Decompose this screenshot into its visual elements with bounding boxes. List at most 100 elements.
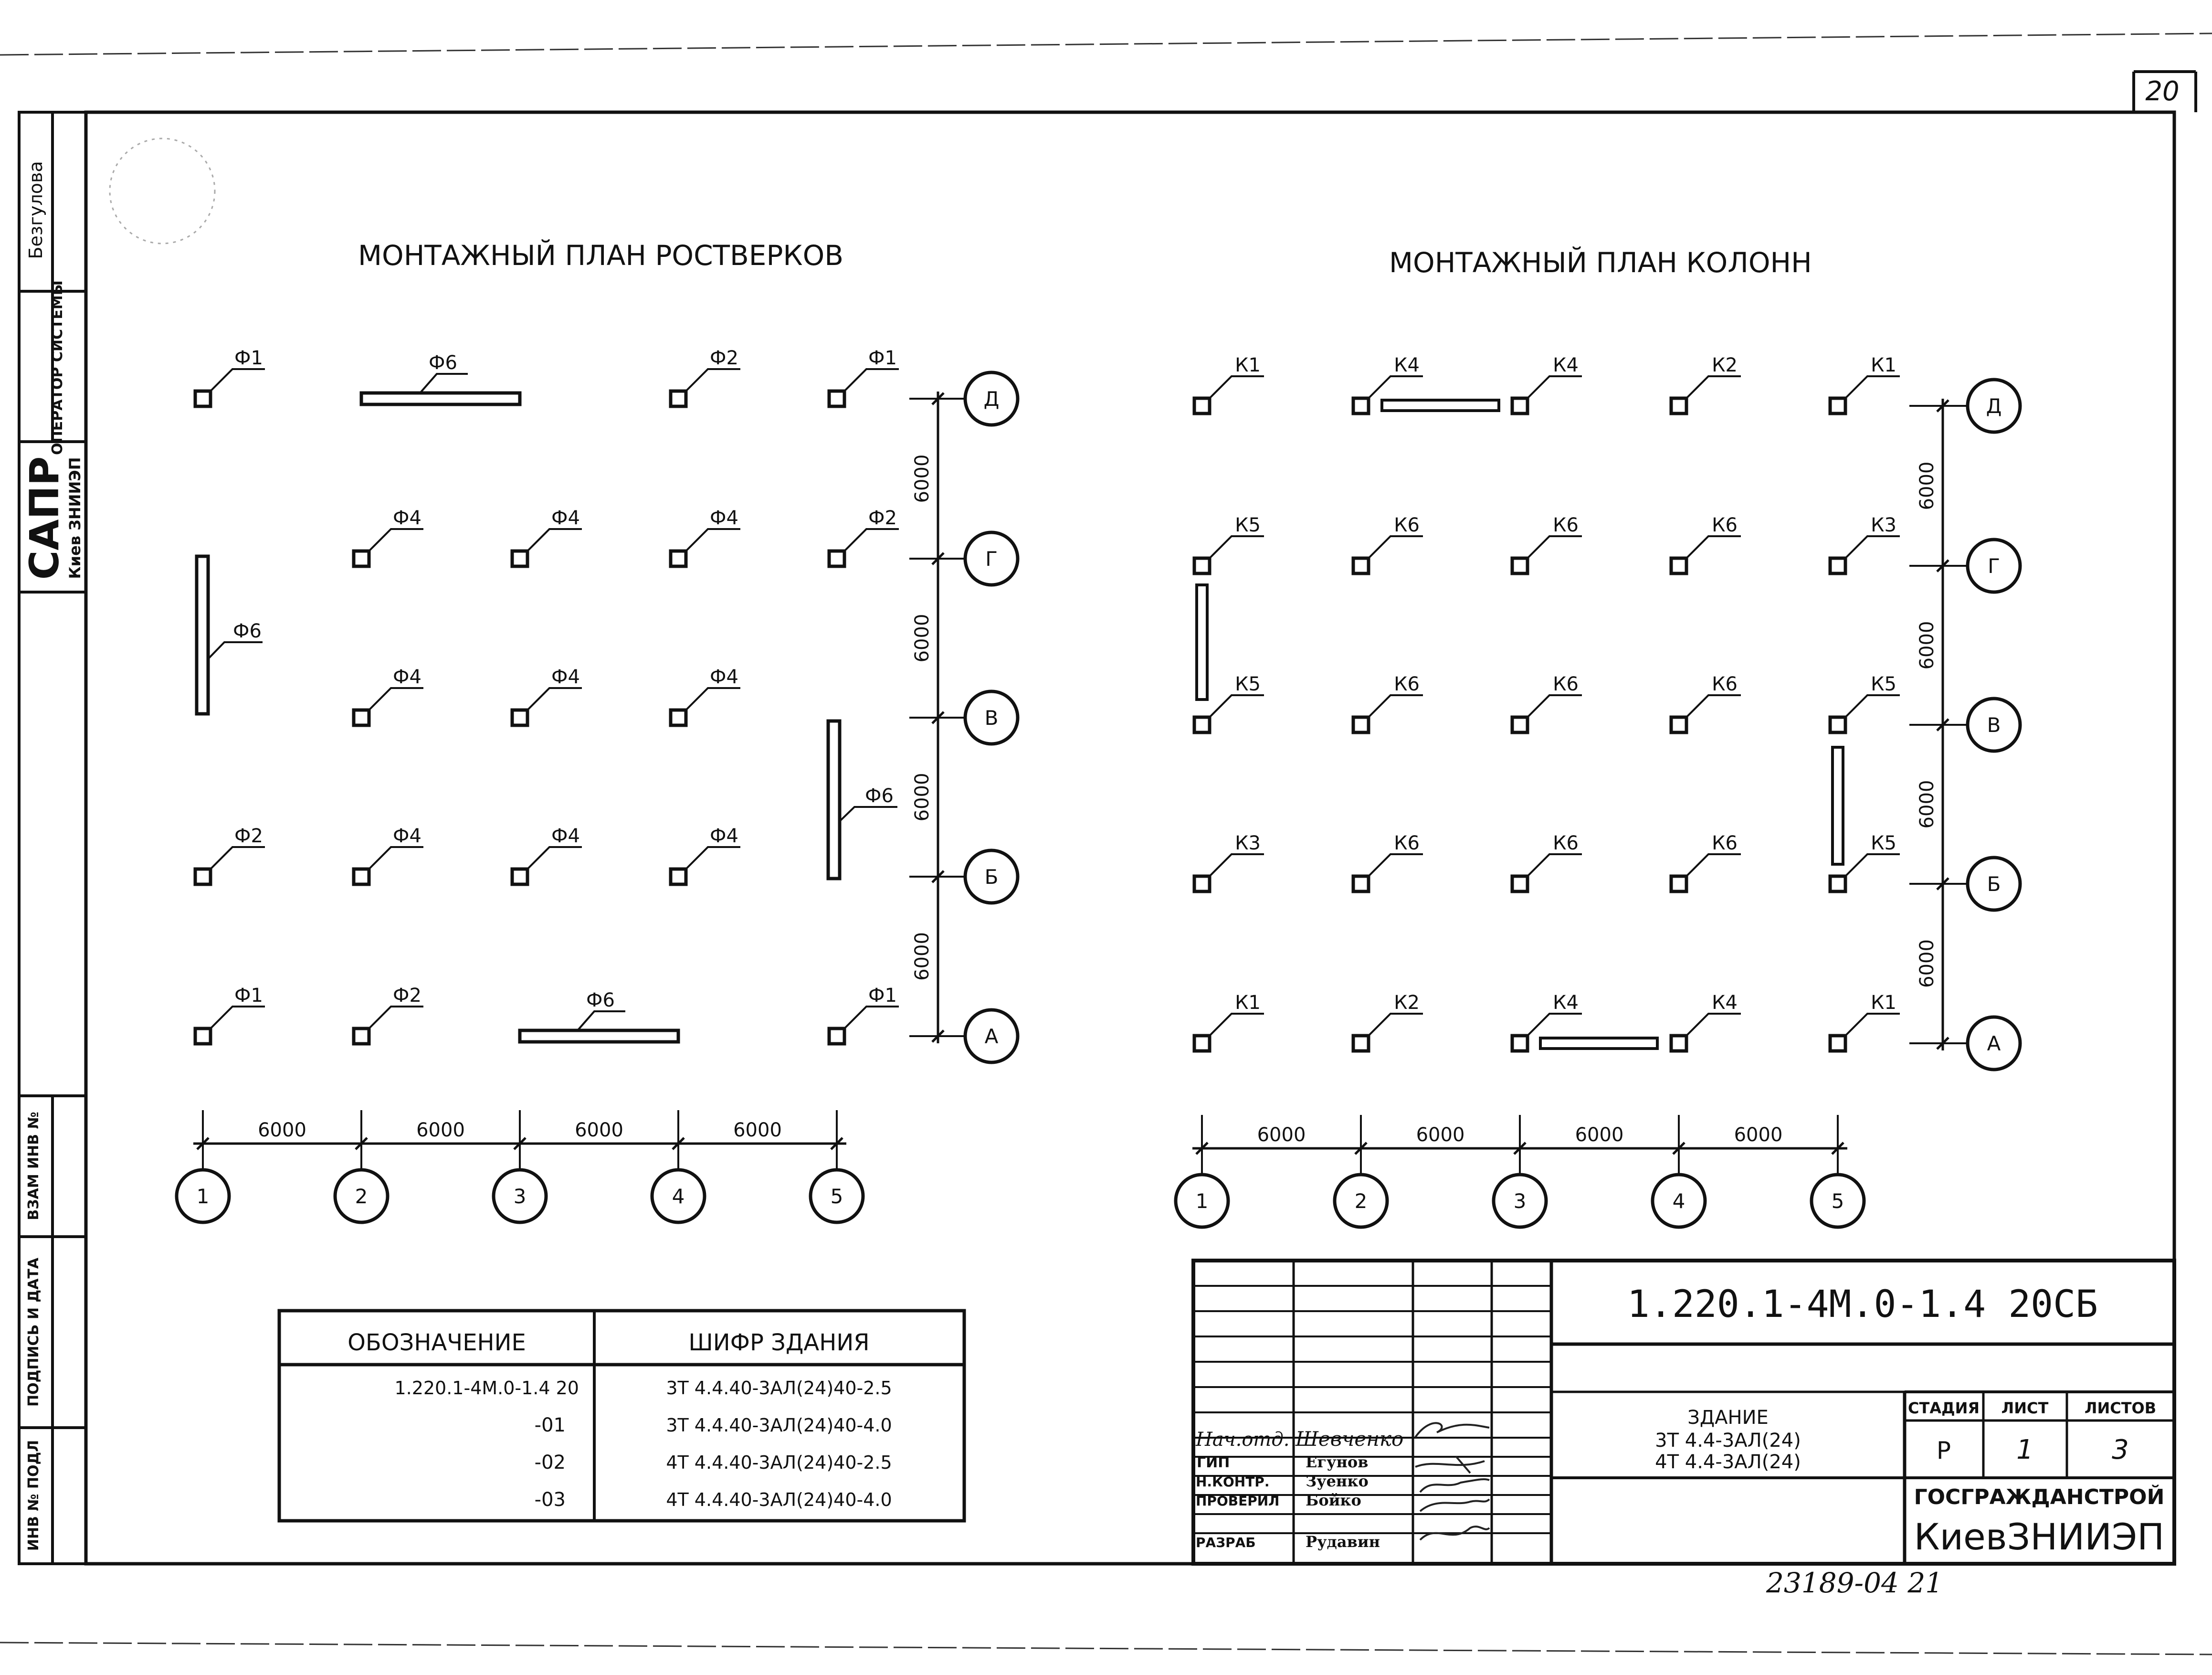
rostverk-2-2-label: Ф4	[551, 666, 580, 688]
kolonna-3-1-node	[1351, 874, 1370, 893]
kolonna-4-4-leader	[1844, 1013, 1900, 1037]
rostverk-3-3-node	[669, 867, 688, 886]
axis-col-left-2-label: 3	[514, 1185, 527, 1208]
kolonna-2-3-label: К6	[1712, 673, 1738, 695]
rostverk-1-4-leader	[843, 528, 899, 552]
kolonna-1-3-leader	[1685, 535, 1741, 559]
dim-tick-col-left-1	[355, 1137, 368, 1150]
axis-row-right-4-label: А	[1987, 1032, 2001, 1055]
axis-col-left-0-circle	[175, 1168, 231, 1224]
axis-row-left-3-circle	[963, 848, 1020, 905]
axis-row-left-4-circle	[963, 1008, 1020, 1064]
kolonna-4-0-node	[1192, 1034, 1211, 1053]
rostverk-4-0-node	[193, 1027, 212, 1046]
title-block-building-line1: 3Т 4.4-3АЛ(24)	[1655, 1430, 1801, 1452]
kolonna-3-0-label: К3	[1235, 832, 1261, 854]
axis-row-left-2-label: В	[985, 706, 999, 730]
axis-row-right-1-label: Г	[1988, 554, 2000, 578]
rostverk-3-2-node	[510, 867, 529, 886]
title-block-sheets-header: ЛИСТОВ	[2085, 1399, 2156, 1417]
person-role-2: Н.КОНТР.	[1196, 1474, 1269, 1490]
rostverk-3-2-leader	[527, 846, 582, 870]
rostverk-4-0-leader	[210, 1006, 265, 1029]
person-role-0: Нач.отд.	[1195, 1429, 1289, 1451]
dim-horizontal-right-value-0: 6000	[1257, 1124, 1306, 1146]
rostverk-1-2-node	[510, 549, 529, 568]
kolonna-1-0-label: К5	[1235, 514, 1261, 536]
rostverk-1-3-label: Ф4	[710, 507, 738, 529]
left-strip	[18, 111, 87, 1565]
title-block-stage: Р	[1937, 1437, 1951, 1464]
axis-col-right-0-circle	[1174, 1173, 1230, 1229]
faint-stamp	[109, 138, 216, 244]
axis-col-right-3-circle	[1651, 1173, 1707, 1229]
archive-number: 23189-04 21	[1766, 1567, 1943, 1599]
rostverk-4-4-label: Ф1	[868, 985, 897, 1007]
axis-col-left-1-label: 2	[355, 1185, 368, 1208]
rostverk-2-1-leader	[368, 687, 423, 711]
dim-vertical-right-value-0: 6000	[1916, 462, 1938, 510]
kolonna-0-0-leader	[1209, 375, 1264, 399]
rostverk-1-2-leader	[527, 528, 582, 552]
axis-col-right-2-label: 3	[1514, 1189, 1527, 1213]
kolonna-1-0-leader	[1209, 535, 1264, 559]
axis-col-left-4-circle	[809, 1168, 865, 1224]
beam-f6-right-label: Ф6	[865, 785, 894, 807]
spec-row-1-code: 3Т 4.4.40-3АЛ(24)40-4.0	[666, 1415, 892, 1436]
strip-inv-podl: ИНВ № ПОДЛ	[25, 1440, 42, 1551]
strip-podpis-data: ПОДПИСЬ И ДАТА	[25, 1257, 42, 1407]
rostverk-1-1-leader	[368, 528, 423, 552]
kolonna-0-2-label: К4	[1553, 354, 1579, 376]
kolonna-0-4-node	[1828, 396, 1847, 415]
beam-col-bottom	[1539, 1037, 1659, 1050]
kolonna-4-2-leader	[1527, 1013, 1582, 1037]
beam-f6-bottom	[518, 1028, 680, 1044]
dim-horizontal-left-value-1: 6000	[416, 1119, 465, 1141]
kolonna-0-1-node	[1351, 396, 1370, 415]
rostverk-1-3-node	[669, 549, 688, 568]
kolonna-0-1-label: К4	[1394, 354, 1420, 376]
rostverk-0-0-leader	[210, 368, 265, 392]
spec-row-2-designation: -02	[535, 1452, 566, 1474]
beam-f6-left-leader	[207, 641, 263, 660]
axis-row-left-0-circle	[963, 371, 1020, 427]
dim-tick-left-1	[931, 552, 945, 565]
strip-surname: Безгулова	[25, 161, 46, 259]
kolonna-2-2-leader	[1527, 694, 1582, 718]
kolonna-3-3-label: К6	[1712, 832, 1738, 854]
dim-vertical-left-value-2: 6000	[911, 773, 933, 822]
title-block-stage-header: СТАДИЯ	[1908, 1399, 1980, 1417]
kolonna-4-1-node	[1351, 1034, 1370, 1053]
kolonna-2-4-label: К5	[1871, 673, 1896, 695]
rostverk-2-3-leader	[685, 687, 740, 711]
rostverk-3-0-label: Ф2	[234, 825, 263, 847]
kolonna-2-4-node	[1828, 715, 1847, 734]
beam-col-left	[1195, 583, 1209, 701]
strip-vzam-inv: ВЗАМ ИНВ №	[25, 1112, 42, 1220]
rostverk-3-0-leader	[210, 846, 265, 870]
rostverk-3-3-label: Ф4	[710, 825, 738, 847]
kolonna-3-0-node	[1192, 874, 1211, 893]
rostverk-4-1-label: Ф2	[393, 985, 421, 1007]
spec-row-3-code: 4Т 4.4.40-3АЛ(24)40-4.0	[666, 1489, 892, 1510]
title-block-code: 1.220.1-4М.0-1.4 20СБ	[1627, 1283, 2098, 1326]
rostverk-4-0-label: Ф1	[234, 985, 263, 1007]
rostverk-2-3-node	[669, 708, 688, 727]
kolonna-0-4-leader	[1844, 375, 1900, 399]
person-role-4: РАЗРАБ	[1196, 1535, 1256, 1550]
title-block-sheets: 3	[2112, 1434, 2129, 1465]
kolonna-3-1-label: К6	[1394, 832, 1420, 854]
kolonna-3-4-leader	[1844, 853, 1900, 877]
rostverk-4-4-leader	[843, 1006, 899, 1029]
dim-horizontal-left-value-0: 6000	[258, 1119, 306, 1141]
beam-f6-top-leader	[419, 373, 468, 394]
axis-row-left-1-circle	[963, 530, 1020, 587]
dim-tick-col-left-0	[196, 1137, 210, 1150]
kolonna-1-0-node	[1192, 556, 1211, 575]
spec-row-0-code: 3Т 4.4.40-3АЛ(24)40-2.5	[666, 1378, 892, 1399]
axis-col-right-1-circle	[1333, 1173, 1389, 1229]
kolonna-0-3-leader	[1685, 375, 1741, 399]
axis-col-right-4-label: 5	[1832, 1189, 1844, 1213]
kolonna-1-3-node	[1669, 556, 1688, 575]
rostverk-4-1-leader	[368, 1006, 423, 1029]
